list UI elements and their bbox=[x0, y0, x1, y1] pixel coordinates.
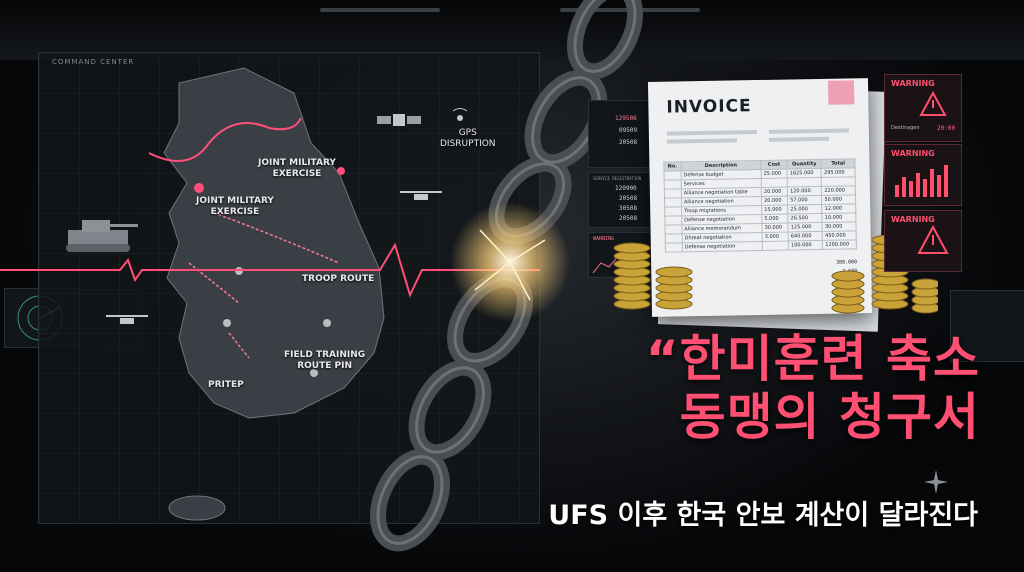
headline-line-1: “한미훈련 축소 bbox=[645, 330, 980, 388]
invoice-title: INVOICE bbox=[666, 96, 752, 118]
invoice-cell: 15.000 bbox=[761, 205, 788, 215]
signal-icon bbox=[452, 108, 468, 121]
invoice-cell bbox=[664, 197, 682, 208]
warning-value-1: 20:00 bbox=[937, 125, 956, 132]
invoice-cell bbox=[664, 215, 682, 226]
warning-panel-2: WARNING bbox=[884, 144, 962, 206]
drone-small-icon bbox=[106, 315, 148, 324]
warning-panel-3: WARNING bbox=[884, 210, 962, 272]
invoice-cell bbox=[664, 206, 682, 217]
drone-icon bbox=[400, 191, 442, 200]
headline: “한미훈련 축소 동맹의 청구서 bbox=[646, 330, 980, 446]
warning-title-3: WARNING bbox=[891, 215, 935, 224]
header-no: No. bbox=[663, 161, 681, 172]
invoice-cell: 25.000 bbox=[761, 169, 788, 179]
sparkle-icon bbox=[924, 470, 948, 494]
invoice-tab bbox=[827, 80, 855, 105]
gps-disruption-label: GPS DISRUPTION bbox=[440, 128, 496, 149]
invoice-cell bbox=[664, 188, 682, 199]
broken-chain bbox=[370, 0, 644, 552]
warning-triangle-icon-2 bbox=[917, 224, 949, 254]
warning-panel-1: WARNING Destinagen 20:00 bbox=[884, 74, 962, 142]
coin-stacks bbox=[613, 234, 938, 314]
mid-title: SERVICE REGISTRATION bbox=[593, 176, 642, 181]
pulse-line bbox=[0, 242, 540, 298]
data-panel-top: 129508 09509 20508 bbox=[588, 100, 652, 168]
subheadline: UFS 이후 한국 안보 계산이 달라진다 bbox=[548, 500, 978, 531]
invoice-cell bbox=[761, 178, 788, 188]
invoice-cell: 5.000 bbox=[761, 214, 789, 224]
warning-title-1: WARNING bbox=[891, 79, 935, 88]
mid-value-4: 20508 bbox=[619, 215, 638, 222]
ceiling bbox=[0, 0, 1024, 60]
header-cost: Cost bbox=[760, 160, 788, 170]
mid-value-3: 30508 bbox=[619, 205, 638, 212]
headline-line-2: 동맹의 청구서 bbox=[679, 388, 980, 446]
invoice-cell: 20.000 bbox=[761, 196, 788, 206]
value-3: 20508 bbox=[619, 139, 638, 146]
warning-triangle-icon bbox=[919, 90, 947, 116]
joint-exercise-label-1: JOINT MILITARY EXERCISE bbox=[258, 158, 336, 179]
mid-value-1: 120900 bbox=[615, 185, 637, 192]
warning-title-2: WARNING bbox=[891, 149, 935, 158]
warning-caption-1: Destinagen bbox=[891, 125, 920, 131]
right-monitor bbox=[950, 290, 1024, 362]
troop-route-label: TROOP ROUTE bbox=[302, 274, 375, 284]
tank-icon bbox=[66, 220, 138, 252]
pritep-label: PRITEP bbox=[208, 380, 244, 390]
warning-bars bbox=[895, 165, 948, 197]
invoice-cell: 20.000 bbox=[761, 187, 788, 197]
satellite-icon bbox=[377, 114, 421, 126]
field-training-label: FIELD TRAINING ROUTE PIN bbox=[284, 350, 366, 371]
value-2: 09509 bbox=[619, 127, 638, 134]
value-1: 129508 bbox=[615, 115, 637, 122]
low-title: WARNING bbox=[593, 236, 615, 242]
data-panel-mid: SERVICE REGISTRATION 120900 20508 30508 … bbox=[588, 172, 652, 228]
panel-label: COMMAND CENTER bbox=[52, 58, 135, 66]
invoice-cell bbox=[664, 179, 682, 190]
joint-exercise-label-2: JOINT MILITARY EXERCISE bbox=[196, 196, 274, 217]
mid-value-2: 20508 bbox=[619, 195, 638, 202]
invoice-cell bbox=[664, 170, 682, 181]
